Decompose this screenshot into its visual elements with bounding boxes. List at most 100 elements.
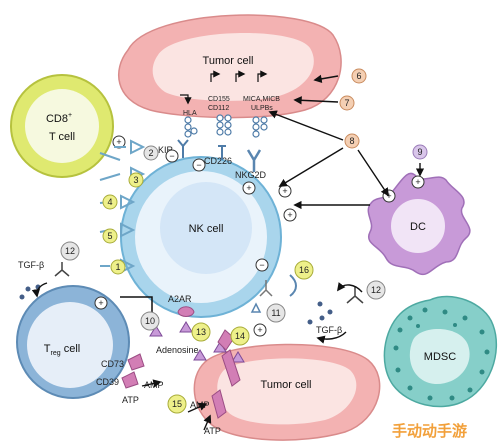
hla-label: HLA (183, 110, 197, 117)
receptor-16-icon (289, 274, 297, 297)
mica-micb-label: MICA,MICB (243, 96, 280, 103)
plus-sign: + (246, 183, 251, 193)
tgf-beta-left-label: TGF-β (18, 260, 44, 270)
svg-text:CD8+: CD8+ (46, 112, 72, 125)
cd73-icon (127, 353, 145, 371)
svg-text:2: 2 (148, 148, 153, 158)
hla-ligand-icon (184, 116, 198, 138)
arrow-6 (313, 74, 339, 83)
svg-text:6: 6 (356, 71, 361, 81)
svg-text:12: 12 (65, 246, 75, 256)
number-badge-15 (167, 394, 187, 414)
cd8-superscript: + (68, 112, 72, 119)
ulpb-ligand-icon (260, 116, 268, 131)
arrow-8-to-dc (357, 149, 389, 197)
number-badge-5 (102, 228, 118, 244)
svg-text:3: 3 (133, 175, 138, 185)
cd39-icon (121, 371, 139, 389)
svg-text:16: 16 (299, 265, 309, 275)
plus-circle-icon (253, 323, 267, 337)
t-cell-label: T cell (49, 131, 75, 143)
arrow-8-to-nk (278, 147, 344, 187)
svg-text:11: 11 (271, 308, 280, 318)
svg-text:5: 5 (107, 231, 112, 241)
a2ar-receptor-icon (177, 306, 195, 317)
granules-icon (393, 307, 490, 401)
cd226-label: CD226 (204, 156, 232, 166)
svg-text:8: 8 (349, 136, 354, 146)
upregulation-arrow-icon (235, 70, 246, 82)
inhibition-line (120, 296, 153, 318)
svg-text:15: 15 (172, 399, 182, 409)
plus-sign: + (386, 191, 391, 201)
plus-circle-icon (283, 208, 297, 222)
tgf-beta-right-icon (346, 286, 364, 304)
plus-sign: + (282, 186, 287, 196)
receptor-11-icon (250, 302, 262, 313)
kir-label: KIR (158, 145, 174, 155)
svg-text:Treg cell: Treg cell (44, 343, 80, 357)
number-badge-8 (344, 133, 360, 149)
arrow-12-left (31, 282, 48, 298)
svg-text:1: 1 (115, 262, 120, 272)
number-badge-1 (110, 259, 126, 275)
number-badge-4 (102, 194, 118, 210)
ulpbs-label: ULPBs (251, 105, 273, 112)
cd39-tumor-icon (221, 349, 241, 387)
tgf-beta-molecules-left (19, 284, 41, 300)
tgf-beta-molecules-right (307, 301, 333, 325)
adenosine-label: Adenosine (156, 345, 199, 355)
treg-subscript: reg (51, 350, 61, 357)
cd226-receptor-icon (218, 145, 226, 160)
cd112-label: CD112 (208, 105, 229, 112)
tgf-beta-right-label: TGF-β (316, 325, 342, 335)
arrow-amp-bottom (187, 402, 208, 413)
svg-text:12: 12 (371, 285, 381, 295)
svg-text:4: 4 (107, 197, 112, 207)
plus-circle-icon (94, 296, 108, 310)
arrow-atp-bottom (203, 414, 212, 431)
minus-circle-icon (165, 149, 179, 163)
cd73-label: CD73 (101, 359, 124, 369)
atp-left-label: ATP (122, 395, 139, 405)
number-badge-10 (140, 311, 160, 331)
minus-circle-icon (255, 258, 269, 272)
receptor-11-ligand-icon (259, 280, 273, 297)
watermark-text: 手动动手游 (392, 422, 467, 440)
nkg2d-receptor-icon (246, 149, 262, 172)
tumor-cell-top-label: Tumor cell (203, 55, 254, 67)
kir-receptor-icon (177, 139, 189, 158)
tgf-beta-left-icon (54, 262, 70, 277)
number-badge-6 (351, 68, 367, 84)
nk-cell-label: NK cell (189, 223, 224, 235)
number-badge-12-right (366, 280, 386, 300)
number-badge-11 (266, 303, 286, 323)
minus-circle-icon (192, 158, 206, 172)
cd8-label: CD8 (46, 113, 68, 125)
treg-t-label: T (44, 343, 51, 355)
nk-cell: NK cell KIR CD226 NKG2D (120, 145, 282, 318)
nkg2d-label: NKG2D (235, 170, 267, 180)
plus-sign: + (287, 210, 292, 220)
plus-sign: + (415, 177, 420, 187)
plus-sign: + (116, 137, 121, 147)
arrow-mdsc-tgf (316, 331, 347, 344)
svg-text:9: 9 (417, 147, 422, 157)
number-badge-14 (230, 326, 250, 346)
svg-text:10: 10 (145, 316, 155, 326)
cd112-ligand-icon (224, 114, 232, 136)
treg-cell: Treg cell (16, 285, 130, 399)
cd8-t-cell: CD8+ T cell + (10, 74, 126, 178)
mica-ligand-icon (252, 116, 260, 138)
arrow-7 (293, 96, 339, 105)
arrow-atp-to-amp (141, 379, 162, 388)
svg-text:14: 14 (235, 331, 245, 341)
downregulation-arrow-icon (180, 94, 192, 105)
plus-sign: + (257, 325, 262, 335)
cd39-label: CD39 (96, 377, 119, 387)
arrow-12-right (336, 282, 363, 293)
svg-text:7: 7 (344, 98, 349, 108)
plus-circle-icon (242, 181, 256, 195)
mdsc-label: MDSC (424, 351, 456, 363)
tumor-cell-top: Tumor cell HLA CD155 CD112 MICA,MICB ULP… (118, 14, 342, 119)
